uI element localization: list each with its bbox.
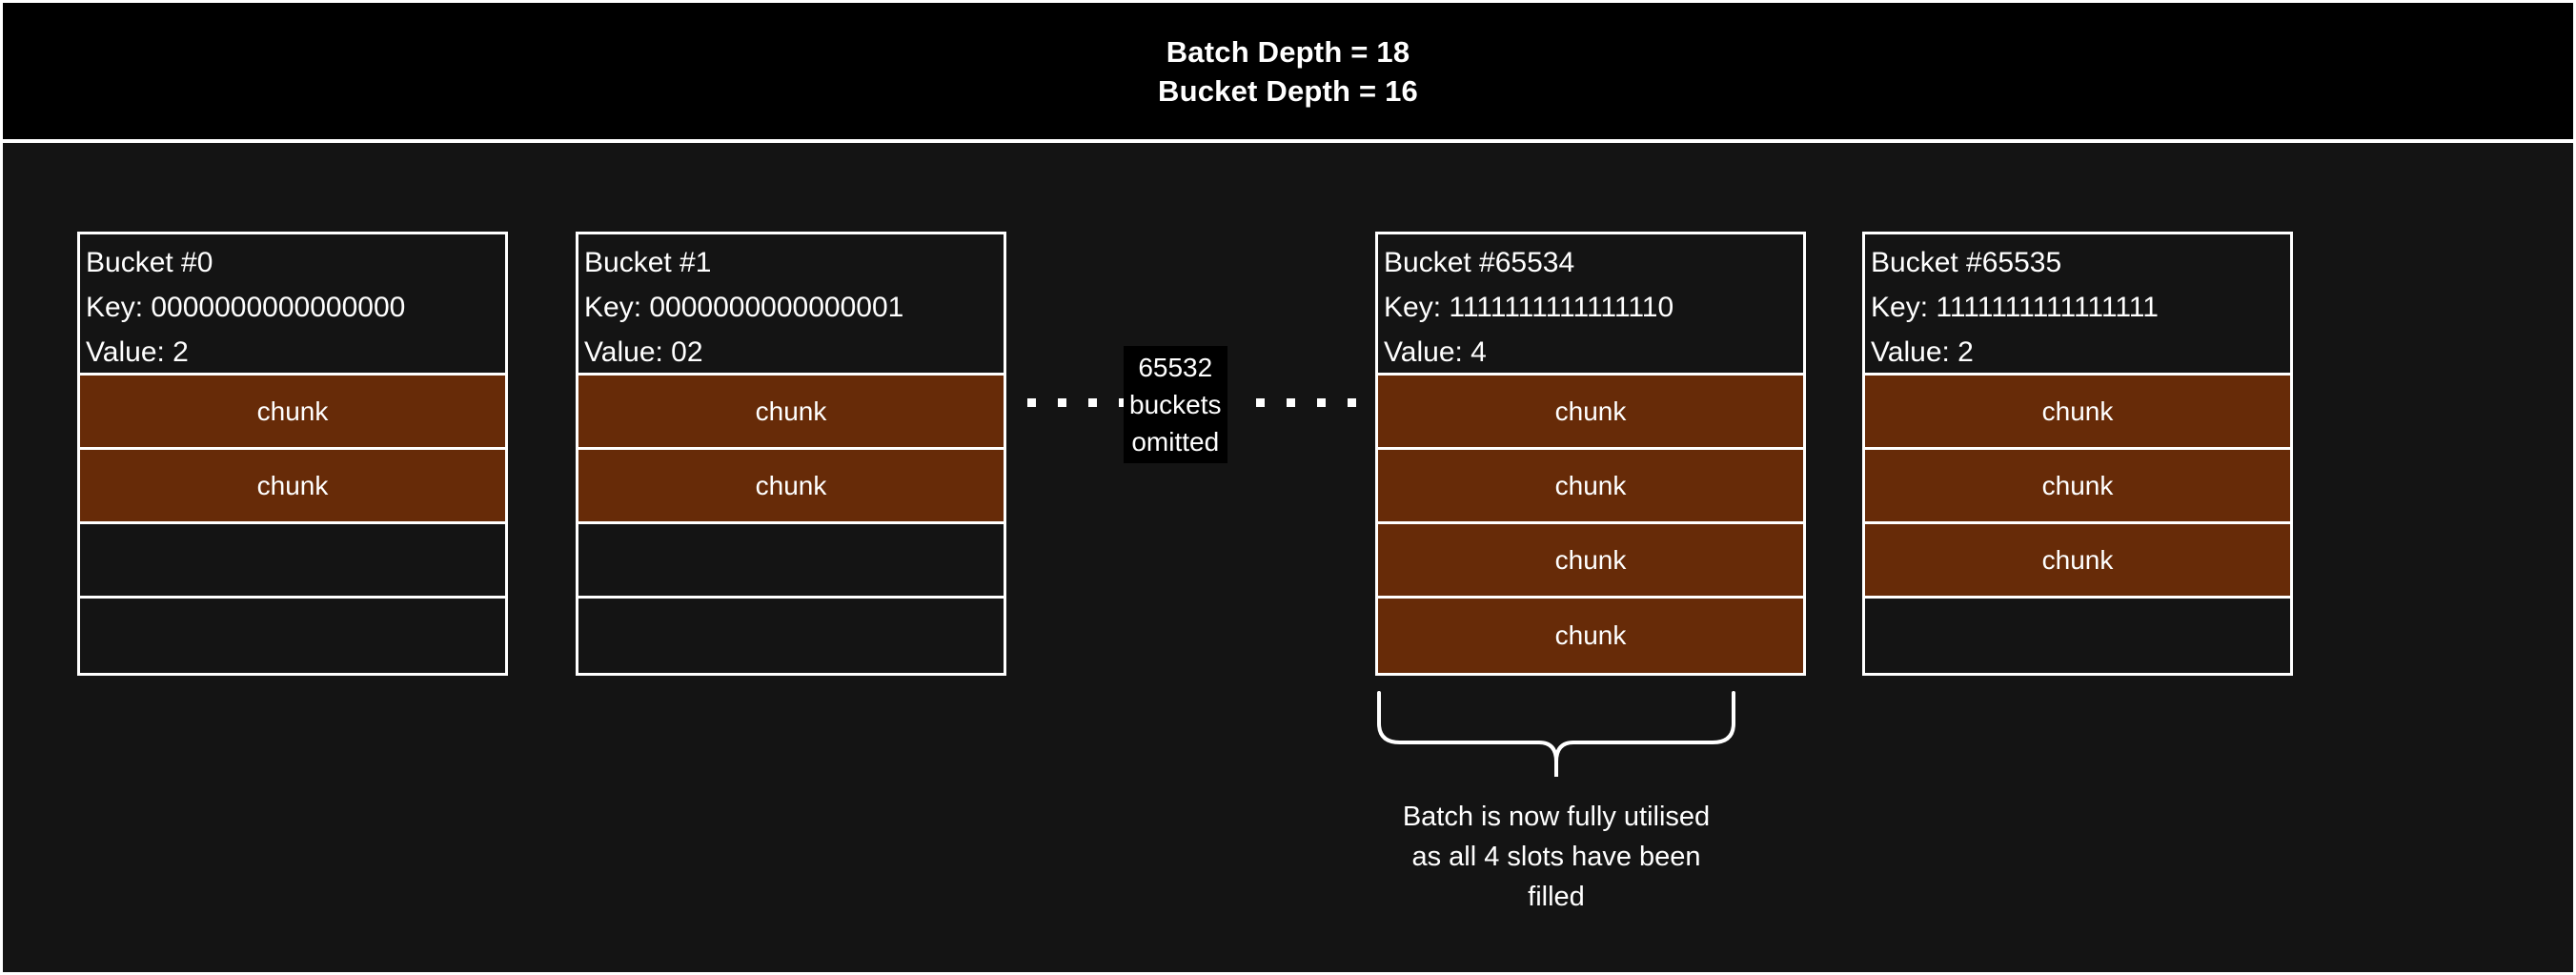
bucket-65535-key: Key: 1111111111111111 (1871, 292, 2159, 323)
bucket-1-slot-3 (578, 599, 1004, 673)
dot (1027, 398, 1036, 407)
dot (1348, 398, 1356, 407)
bucket-65534-slot-0: chunk (1378, 376, 1803, 450)
bucket-65534-slot-1: chunk (1378, 450, 1803, 524)
omitted-buckets-group: 65532 buckets omitted (1027, 346, 1356, 463)
dot (1256, 398, 1265, 407)
bucket-0-slot-0: chunk (80, 376, 505, 450)
bucket-65535-slot-0: chunk (1865, 376, 2290, 450)
bucket-65535-title: Bucket #65535 (1871, 247, 2062, 278)
bucket-65534-header: Bucket #65534 Key: 1111111111111110 Valu… (1378, 234, 1803, 376)
dot (1317, 398, 1326, 407)
bucket-1-value: Value: 02 (584, 336, 703, 368)
curly-brace (1377, 691, 1735, 777)
bucket-65535-slot-3 (1865, 599, 2290, 673)
bucket-0-slot-3 (80, 599, 505, 673)
dot (1287, 398, 1295, 407)
bucket-65535-header: Bucket #65535 Key: 1111111111111111 Valu… (1865, 234, 2290, 376)
bucket-0-slot-1: chunk (80, 450, 505, 524)
ellipsis-dots-right (1256, 398, 1356, 407)
bucket-0-key: Key: 0000000000000000 (86, 292, 406, 323)
bucket-65534: Bucket #65534 Key: 1111111111111110 Valu… (1375, 232, 1806, 676)
omitted-buckets-label: 65532 buckets omitted (1124, 346, 1227, 463)
ellipsis-dots-left (1027, 398, 1127, 407)
bucket-1-slot-0: chunk (578, 376, 1004, 450)
bucket-65535-slot-2: chunk (1865, 524, 2290, 599)
bucket-65534-key: Key: 1111111111111110 (1384, 292, 1674, 323)
bucket-1-key: Key: 0000000000000001 (584, 292, 904, 323)
bucket-1: Bucket #1 Key: 0000000000000001 Value: 0… (576, 232, 1006, 676)
bucket-1-header: Bucket #1 Key: 0000000000000001 Value: 0… (578, 234, 1004, 376)
batch-utilisation-caption: Batch is now fully utilised as all 4 slo… (1326, 797, 1787, 917)
caption-line-3: filled (1528, 882, 1585, 912)
batch-depth-label: Batch Depth = 18 (1166, 34, 1410, 69)
bucket-0-slot-2 (80, 524, 505, 599)
caption-line-1: Batch is now fully utilised (1402, 802, 1711, 832)
omitted-count: 65532 (1138, 353, 1213, 382)
omitted-noun: buckets (1129, 390, 1222, 419)
dot (1058, 398, 1066, 407)
bucket-0-value: Value: 2 (86, 336, 189, 368)
bucket-65534-slot-2: chunk (1378, 524, 1803, 599)
bucket-65535-slot-1: chunk (1865, 450, 2290, 524)
bucket-65534-value: Value: 4 (1384, 336, 1487, 368)
brace-path (1377, 691, 1735, 777)
bucket-65535: Bucket #65535 Key: 1111111111111111 Valu… (1862, 232, 2293, 676)
bucket-0: Bucket #0 Key: 0000000000000000 Value: 2… (77, 232, 508, 676)
diagram-header-band: Batch Depth = 18 Bucket Depth = 16 (3, 3, 2573, 143)
bucket-1-title: Bucket #1 (584, 247, 712, 278)
bucket-depth-label: Bucket Depth = 16 (1157, 73, 1418, 108)
bucket-65535-value: Value: 2 (1871, 336, 1974, 368)
bucket-65534-slot-3: chunk (1378, 599, 1803, 673)
bucket-1-slot-1: chunk (578, 450, 1004, 524)
bucket-0-title: Bucket #0 (86, 247, 213, 278)
caption-line-2: as all 4 slots have been (1411, 842, 1701, 872)
bucket-1-slot-2 (578, 524, 1004, 599)
omitted-verb: omitted (1131, 427, 1220, 457)
dot (1088, 398, 1097, 407)
bucket-65534-title: Bucket #65534 (1384, 247, 1575, 278)
dot (1119, 398, 1127, 407)
bucket-0-header: Bucket #0 Key: 0000000000000000 Value: 2 (80, 234, 505, 376)
